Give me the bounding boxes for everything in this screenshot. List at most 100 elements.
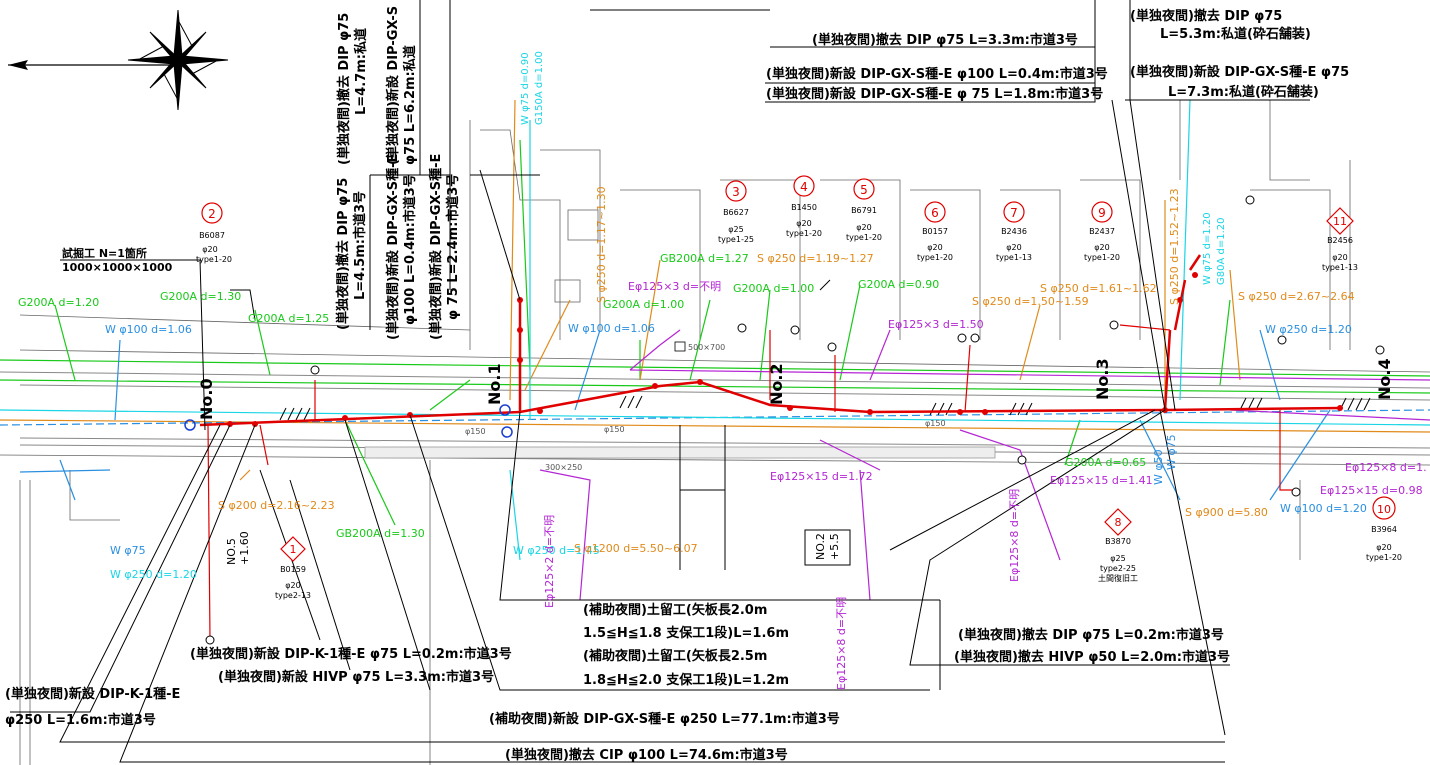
svg-text:(単独夜間)新設 DIP-GX-S種-E φ100 L=0.: (単独夜間)新設 DIP-GX-S種-E φ100 L=0.4m:市道3号 — [766, 66, 1108, 82]
building-marker-9: 9 B2437 φ20 type1-20 — [1084, 201, 1120, 262]
svg-text:S φ250 d=1.52~1.23: S φ250 d=1.52~1.23 — [1168, 188, 1181, 305]
svg-text:W φ75 d=1.20: W φ75 d=1.20 — [1202, 212, 1213, 285]
svg-text:8: 8 — [1115, 516, 1122, 529]
building-marker-5: 5 B6791 φ20 type1-20 — [846, 178, 882, 242]
svg-text:1.8≦H≦2.0 支保工1段)L=1.2m: 1.8≦H≦2.0 支保工1段)L=1.2m — [583, 672, 789, 688]
svg-text:φ150: φ150 — [604, 425, 625, 434]
svg-text:φ20: φ20 — [796, 219, 811, 228]
svg-text:B1450: B1450 — [791, 203, 817, 212]
station-no3: No.3 — [1093, 358, 1112, 400]
top-construction-notes: (単独夜間)撤去 DIP φ75 L=3.3m:市道3号 (単独夜間)新設 DI… — [766, 8, 1349, 102]
misc-labels: NO.5 +1.60 NO.2 +5.5 500×700 300×250 φ15… — [225, 343, 946, 565]
excavation-hatch — [279, 395, 1371, 421]
svg-text:W φ100 d=1.06: W φ100 d=1.06 — [568, 322, 655, 335]
svg-text:B2436: B2436 — [1001, 227, 1027, 236]
svg-text:φ20: φ20 — [202, 245, 217, 254]
station-no0: No.0 — [197, 378, 216, 420]
svg-text:(補助夜間)土留工(矢板長2.5m: (補助夜間)土留工(矢板長2.5m — [583, 648, 767, 664]
svg-text:B6791: B6791 — [851, 206, 877, 215]
svg-text:φ75 L=6.2m:私道: φ75 L=6.2m:私道 — [402, 45, 418, 165]
svg-text:B6627: B6627 — [723, 208, 749, 217]
svg-text:+1.60: +1.60 — [238, 531, 251, 565]
svg-text:S φ250 d=1.19~1.27: S φ250 d=1.19~1.27 — [757, 252, 874, 265]
svg-text:B0159: B0159 — [280, 565, 306, 574]
electric-labels: Eφ125×3 d=不明 Eφ125×3 d=1.50 Eφ125×15 d=1… — [543, 280, 1427, 690]
svg-text:W φ250 d=1.20: W φ250 d=1.20 — [110, 568, 197, 581]
svg-text:(単独夜間)新設 DIP-GX-S種-E φ 75 L=1.: (単独夜間)新設 DIP-GX-S種-E φ 75 L=1.8m:市道3号 — [766, 86, 1103, 102]
svg-text:11: 11 — [1333, 215, 1347, 228]
building-marker-11: 11 B2456 φ20 type1-13 — [1322, 207, 1358, 272]
svg-text:G150A d=1.00: G150A d=1.00 — [534, 51, 545, 125]
svg-text:type1-20: type1-20 — [1366, 553, 1402, 562]
svg-text:B2437: B2437 — [1089, 227, 1115, 236]
svg-text:φ20: φ20 — [285, 581, 300, 590]
svg-text:B6087: B6087 — [199, 231, 225, 240]
svg-text:type1-20: type1-20 — [196, 255, 232, 264]
service-connections — [207, 324, 1295, 641]
svg-text:(単独夜間)新設 DIP-GX-S種-E φ75: (単独夜間)新設 DIP-GX-S種-E φ75 — [1130, 64, 1349, 80]
compass-rose-icon — [8, 9, 229, 111]
gas-labels: G200A d=1.20 G200A d=1.30 G200A d=1.25 G… — [18, 252, 1146, 540]
svg-text:G80A d=1.20: G80A d=1.20 — [1216, 218, 1227, 286]
svg-text:G200A d=1.25: G200A d=1.25 — [248, 312, 329, 325]
svg-text:φ25: φ25 — [1110, 554, 1125, 563]
svg-text:S φ250 d=1.50~1.59: S φ250 d=1.50~1.59 — [972, 295, 1089, 308]
svg-text:Eφ125×3 d=1.50: Eφ125×3 d=1.50 — [888, 318, 984, 331]
water-labels-right: W φ50 W φ75 — [1152, 434, 1178, 485]
svg-text:4: 4 — [800, 180, 808, 194]
svg-text:W φ100 d=1.06: W φ100 d=1.06 — [105, 323, 192, 336]
svg-text:(単独夜間)撤去 DIP φ75 L=3.3m:市道3号: (単独夜間)撤去 DIP φ75 L=3.3m:市道3号 — [812, 32, 1078, 48]
svg-text:φ250 L=1.6m:市道3号: φ250 L=1.6m:市道3号 — [5, 712, 156, 728]
hydrant-markers — [184, 404, 513, 438]
svg-text:W φ75: W φ75 — [110, 544, 146, 557]
svg-text:φ20: φ20 — [1094, 243, 1109, 252]
svg-text:NO.2: NO.2 — [814, 533, 827, 560]
svg-text:S φ250 d=1.61~1.62: S φ250 d=1.61~1.62 — [1040, 282, 1157, 295]
svg-text:φ150: φ150 — [465, 427, 486, 436]
svg-text:1.5≦H≦1.8 支保工1段)L=1.6m: 1.5≦H≦1.8 支保工1段)L=1.6m — [583, 625, 789, 641]
svg-text:G200A d=1.30: G200A d=1.30 — [160, 290, 241, 303]
svg-text:type1-20: type1-20 — [1084, 253, 1120, 262]
svg-text:10: 10 — [1377, 503, 1391, 516]
svg-text:G200A d=1.20: G200A d=1.20 — [18, 296, 99, 309]
shoring-notes: (補助夜間)土留工(矢板長2.0m 1.5≦H≦1.8 支保工1段)L=1.6m… — [583, 602, 789, 688]
svg-text:(単独夜間)撤去 DIP φ75: (単独夜間)撤去 DIP φ75 — [336, 13, 352, 165]
svg-text:B2456: B2456 — [1327, 236, 1353, 245]
svg-text:φ100 L=0.4m:市道3号: φ100 L=0.4m:市道3号 — [402, 174, 418, 325]
svg-text:L=5.3m:私道(砕石舗装): L=5.3m:私道(砕石舗装) — [1160, 26, 1311, 42]
svg-text:W φ250 d=1.45: W φ250 d=1.45 — [513, 544, 600, 557]
svg-text:G200A d=1.00: G200A d=1.00 — [733, 282, 814, 295]
svg-text:B3870: B3870 — [1105, 537, 1131, 546]
leader-lines — [10, 0, 1310, 763]
svg-text:(単独夜間)撤去 DIP φ75: (単独夜間)撤去 DIP φ75 — [335, 178, 351, 330]
svg-text:(単独夜間)撤去 DIP φ75 L=0.2m:市道3号: (単独夜間)撤去 DIP φ75 L=0.2m:市道3号 — [958, 627, 1224, 643]
svg-text:300×250: 300×250 — [545, 463, 582, 472]
svg-text:Eφ125×15 d=0.98: Eφ125×15 d=0.98 — [1320, 484, 1423, 497]
svg-text:(補助夜間)土留工(矢板長2.0m: (補助夜間)土留工(矢板長2.0m — [583, 602, 767, 618]
svg-text:(単独夜間)新設 DIP-K-1種-E: (単独夜間)新設 DIP-K-1種-E — [5, 686, 180, 702]
svg-text:L=4.5m:市道3号: L=4.5m:市道3号 — [352, 191, 368, 300]
svg-text:2: 2 — [208, 207, 216, 221]
svg-text:type1-25: type1-25 — [718, 235, 754, 244]
station-no2: No.2 — [767, 363, 786, 405]
svg-text:B3964: B3964 — [1371, 525, 1397, 534]
svg-text:type1-13: type1-13 — [1322, 263, 1358, 272]
svg-text:S φ1200 d=5.50~6.07: S φ1200 d=5.50~6.07 — [574, 542, 698, 555]
svg-text:type1-13: type1-13 — [996, 253, 1032, 262]
svg-text:type1-20: type1-20 — [846, 233, 882, 242]
building-marker-6: 6 B0157 φ20 type1-20 — [917, 201, 953, 262]
svg-text:(単独夜間)撤去 DIP φ75: (単独夜間)撤去 DIP φ75 — [1130, 8, 1282, 24]
svg-text:G200A d=0.65: G200A d=0.65 — [1065, 456, 1146, 469]
trial-pit-size: 1000×1000×1000 — [62, 261, 173, 274]
vertical-construction-notes: (単独夜間)撤去 DIP φ75 L=4.7m:私道 (単独夜間)新設 DIP-… — [335, 6, 461, 340]
svg-text:type1-20: type1-20 — [786, 229, 822, 238]
water-alt-labels: W φ250 d=1.45 W φ250 d=1.20 W φ75 d=0.90… — [110, 51, 1227, 581]
svg-text:L=7.3m:私道(砕石舗装): L=7.3m:私道(砕石舗装) — [1168, 84, 1319, 100]
box-no2 — [804, 529, 851, 566]
water-labels: W φ100 d=1.06 W φ100 d=1.06 W φ75 W φ250… — [105, 322, 1367, 557]
svg-text:(単独夜間)撤去 HIVP φ50 L=2.0m:市道3号: (単独夜間)撤去 HIVP φ50 L=2.0m:市道3号 — [954, 649, 1230, 665]
station-no4: No.4 — [1375, 358, 1394, 400]
svg-text:W φ75 d=0.90: W φ75 d=0.90 — [520, 52, 531, 125]
svg-text:(単独夜間)新設 DIP-GX-S種-E: (単独夜間)新設 DIP-GX-S種-E — [428, 154, 444, 340]
svg-text:type1-20: type1-20 — [917, 253, 953, 262]
